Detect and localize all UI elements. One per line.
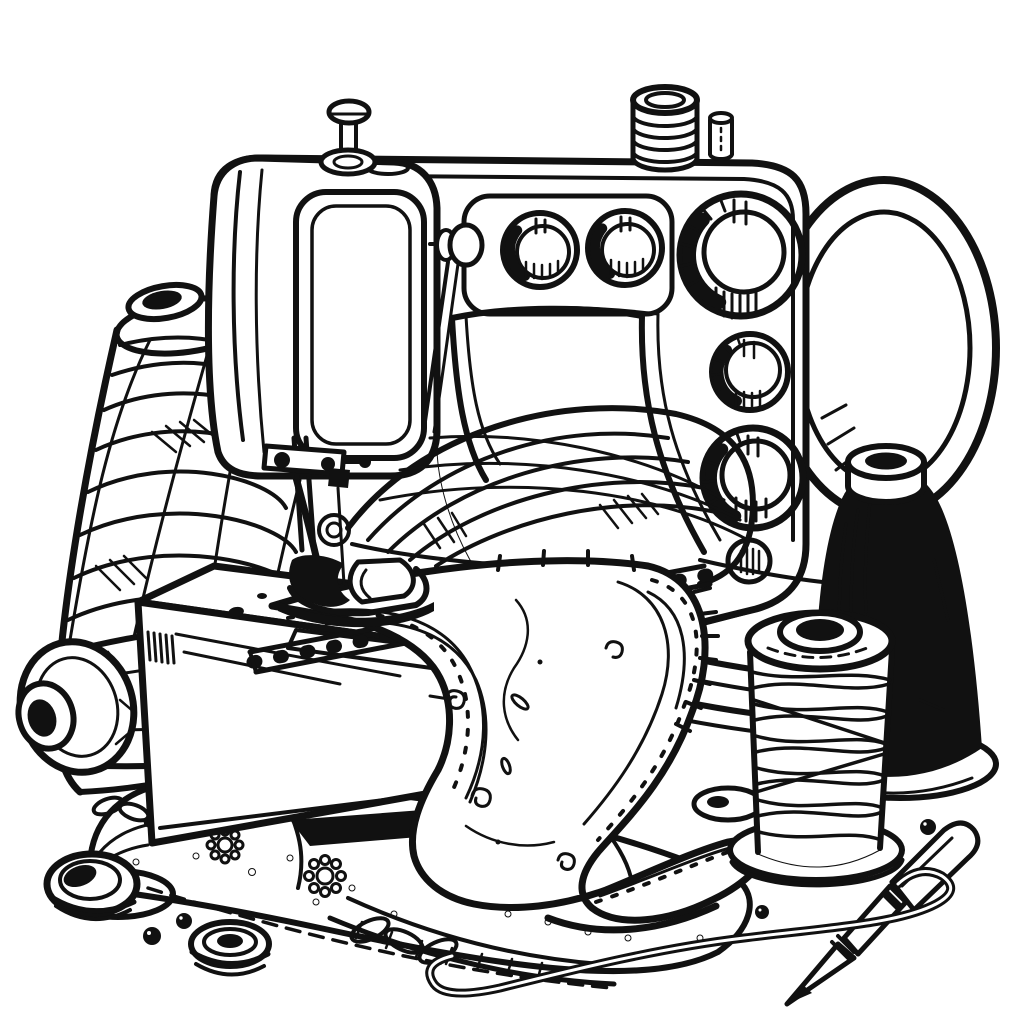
white-thread-spool (691, 609, 905, 888)
spool-peg (708, 111, 734, 161)
stitched-ribbon (268, 549, 770, 934)
fabric-roll (345, 405, 756, 587)
thread-spool-top (630, 84, 700, 173)
loose-thread (425, 867, 956, 998)
machine-head (204, 154, 441, 480)
sewing-machine (204, 84, 1000, 666)
spool-pin (318, 98, 378, 177)
needle-presser-foot (261, 435, 434, 628)
beads (143, 819, 936, 945)
buttons (43, 850, 272, 977)
control-knobs (676, 190, 807, 585)
take-up-lever (422, 222, 485, 434)
